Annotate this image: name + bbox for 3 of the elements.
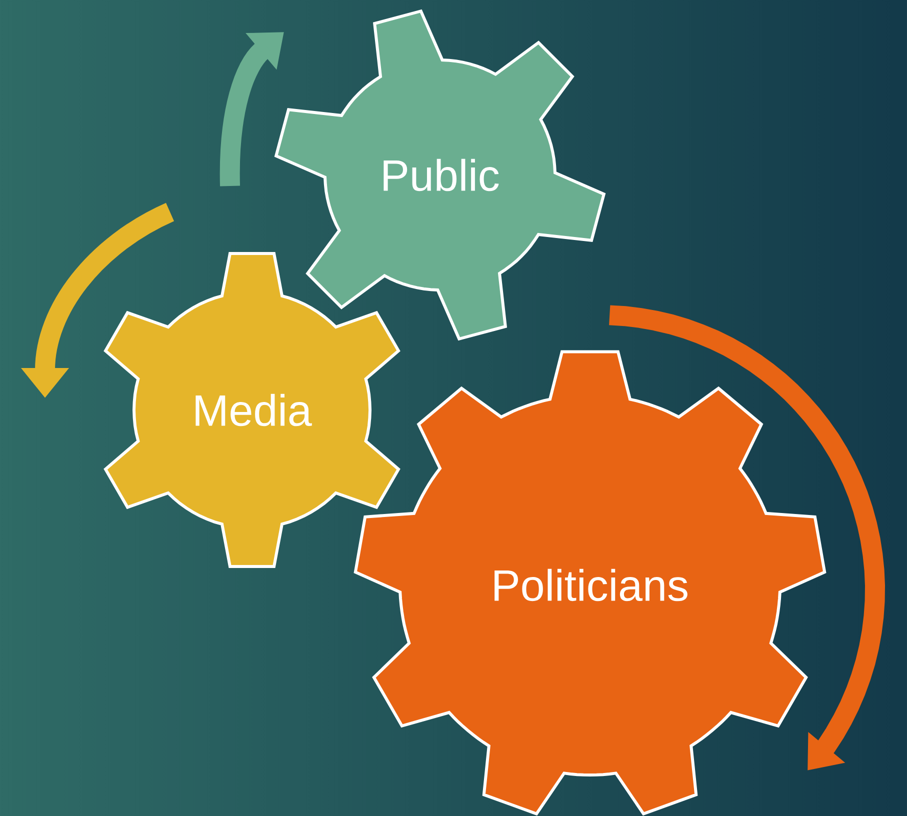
gear: Public: [274, 9, 606, 341]
gear: Politicians: [354, 350, 826, 816]
gear: Media: [104, 252, 400, 568]
